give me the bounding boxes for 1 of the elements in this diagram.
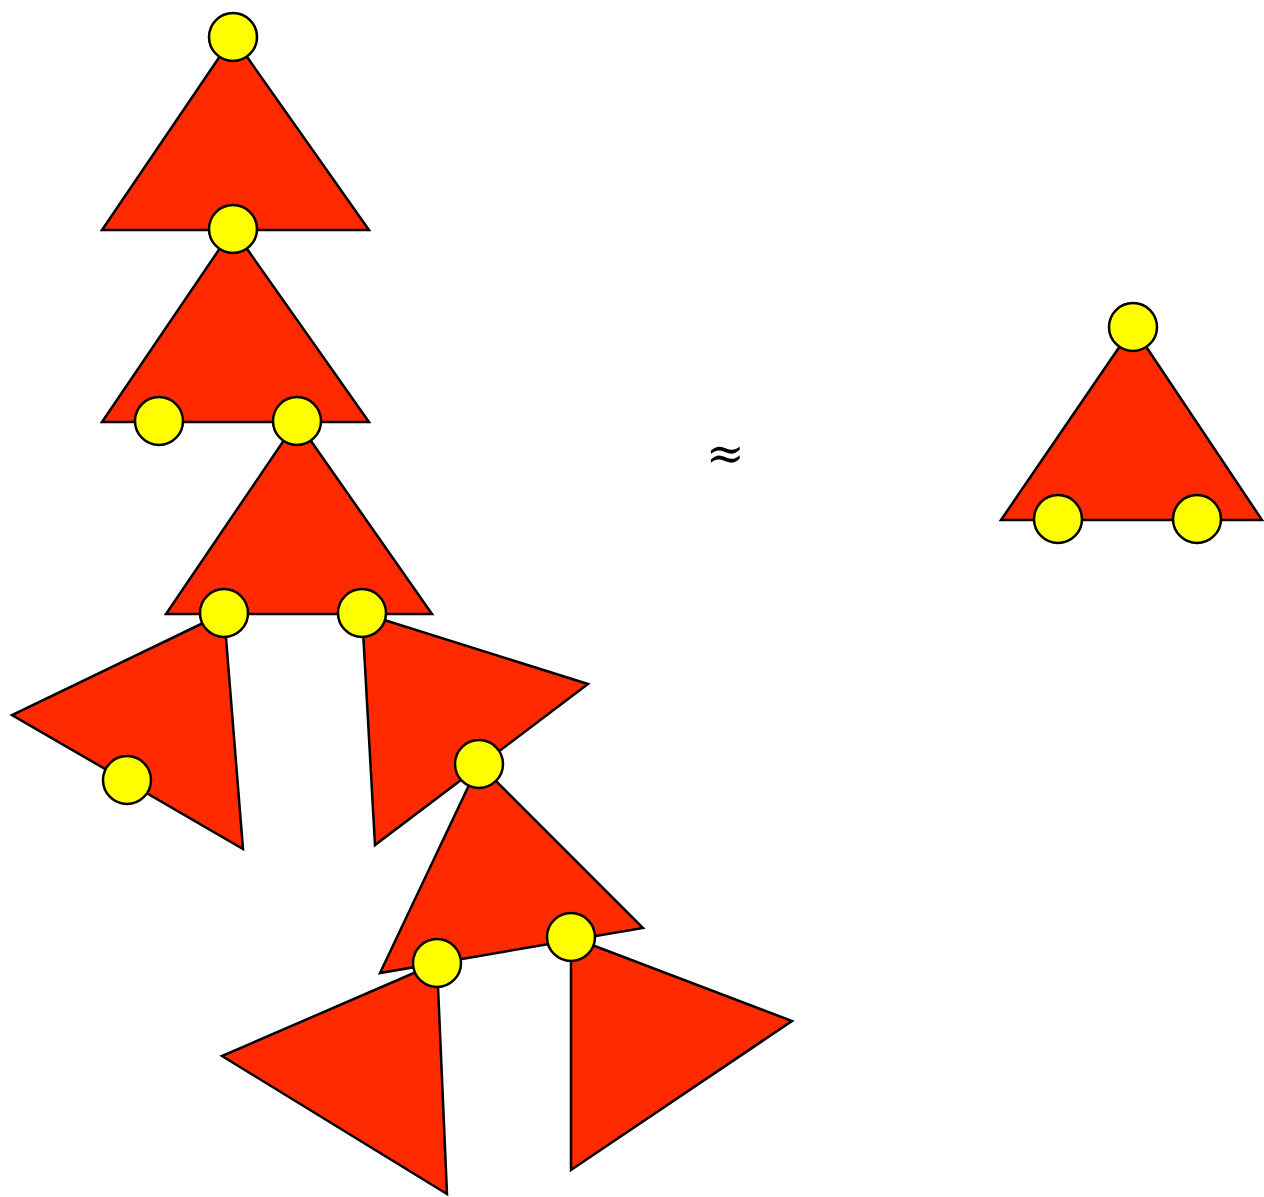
approx-sign: ≈ — [706, 430, 745, 476]
